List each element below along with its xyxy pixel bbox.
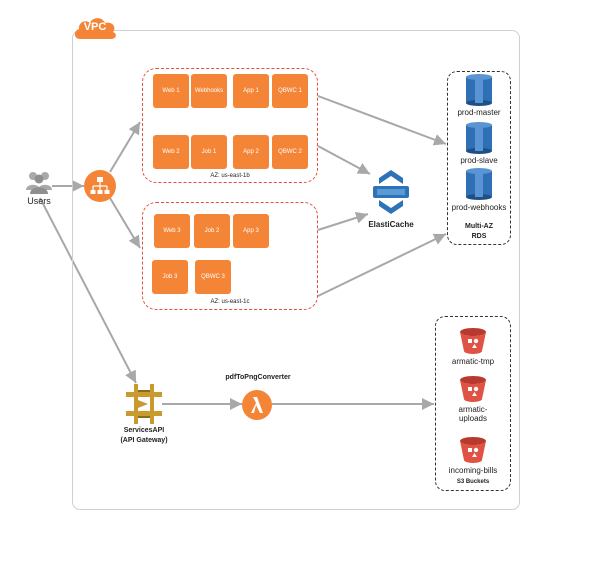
users-label: Users bbox=[27, 196, 51, 206]
rds-prod-slave-icon bbox=[466, 122, 492, 154]
arrow-az1-to-elasticache bbox=[317, 145, 371, 175]
instance-job-3: Job 3 bbox=[152, 260, 188, 294]
rds-prod-master-label: prod-master bbox=[457, 108, 501, 117]
availability-zone-1 bbox=[142, 68, 318, 183]
arrow-lb-to-az2 bbox=[109, 197, 141, 249]
instance-app-1: App 1 bbox=[233, 74, 269, 108]
api-name-label: ServicesAPI bbox=[123, 427, 165, 434]
instance-job-1: Job 1 bbox=[191, 135, 227, 169]
lambda-label: pdfToPngConverter bbox=[225, 374, 291, 381]
api-sub-label: (API Gateway) bbox=[120, 437, 168, 444]
s3-armatic-tmp-label: armatic-tmp bbox=[451, 357, 495, 366]
s3-armatic-tmp-icon bbox=[460, 328, 486, 354]
rds-prod-webhooks-label: prod-webhooks bbox=[451, 203, 507, 212]
rds-caption-line1: Multi-AZ bbox=[465, 223, 493, 230]
arrow-az1-to-rds bbox=[317, 95, 447, 146]
rds-group bbox=[447, 71, 511, 245]
instance-qbwc-1: QBWC 1 bbox=[272, 74, 308, 108]
vpc-label: VPC bbox=[83, 21, 107, 33]
instance-job-2: Job 2 bbox=[194, 214, 230, 248]
s3-incoming-bills-icon bbox=[460, 437, 486, 463]
s3-armatic-uploads-icon bbox=[460, 376, 486, 402]
instance-app-3: App 3 bbox=[233, 214, 269, 248]
vpc-cloud-icon bbox=[74, 18, 116, 39]
s3-armatic-uploads-label-line1: armatic- bbox=[458, 405, 488, 414]
rds-prod-master-icon bbox=[466, 74, 492, 106]
instance-web-2: Web 2 bbox=[153, 135, 189, 169]
lambda-icon bbox=[242, 390, 272, 420]
instance-web-3: Web 3 bbox=[154, 214, 190, 248]
rds-prod-webhooks-icon bbox=[466, 168, 492, 200]
rds-caption-line2: RDS bbox=[471, 233, 487, 240]
instance-qbwc-3: QBWC 3 bbox=[195, 260, 231, 294]
az-2-label: AZ: us-east-1c bbox=[210, 299, 250, 305]
api-gateway-icon bbox=[126, 384, 162, 424]
arrow-lb-to-az1 bbox=[109, 121, 141, 173]
s3-group bbox=[435, 316, 511, 491]
instance-app-2: App 2 bbox=[233, 135, 269, 169]
instance-webhooks: Webhooks bbox=[191, 74, 227, 108]
elasticache-icon bbox=[373, 170, 409, 214]
arrow-az2-to-elasticache bbox=[317, 211, 369, 231]
s3-caption: S3 Buckets bbox=[456, 479, 490, 485]
instance-web-1: Web 1 bbox=[153, 74, 189, 108]
availability-zone-2 bbox=[142, 202, 318, 310]
arrow-users-to-api bbox=[39, 197, 137, 384]
users-icon bbox=[26, 172, 52, 194]
vpc-boundary bbox=[72, 30, 520, 510]
load-balancer-icon bbox=[84, 170, 116, 202]
s3-incoming-bills-label: incoming-bills bbox=[448, 466, 498, 475]
az-1-label: AZ: us-east-1b bbox=[210, 173, 250, 179]
rds-prod-slave-label: prod-slave bbox=[460, 156, 498, 165]
elasticache-label: ElastiCache bbox=[368, 220, 414, 229]
s3-armatic-uploads-label-line2: uploads bbox=[458, 414, 488, 423]
instance-qbwc-2: QBWC 2 bbox=[272, 135, 308, 169]
arrow-az2-to-rds bbox=[317, 233, 447, 297]
